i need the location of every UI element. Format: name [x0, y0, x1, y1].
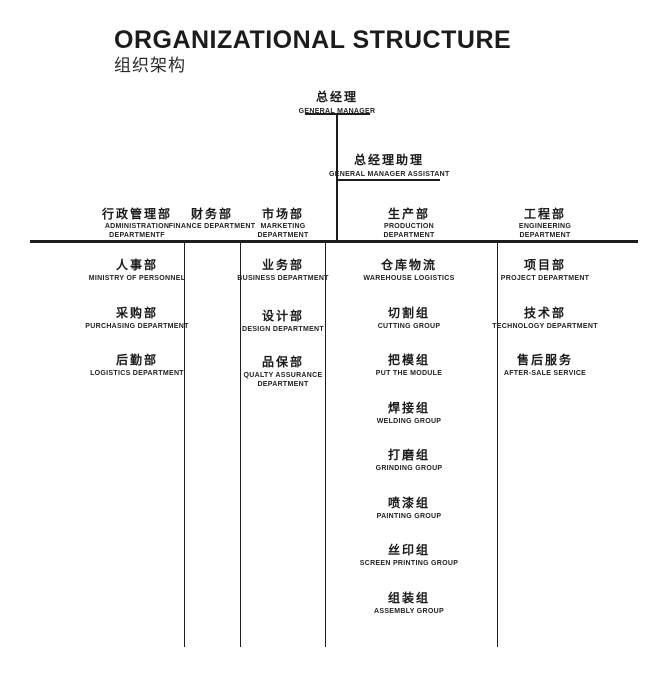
assistant-underline [337, 179, 440, 181]
org-item: 设计部 DESIGN DEPARTMENT [213, 309, 353, 335]
dept-header-administration: 行政管理部 ADMINISTRATION DEPARTMENTF [67, 207, 207, 240]
org-item-label-zh: 设计部 [261, 309, 304, 323]
org-item: 技术部 TECHNOLOGY DEPARTMENT [475, 306, 615, 332]
org-item-label-en: PUT THE MODULE [375, 370, 443, 377]
org-item-label-en: PROJECT DEPARTMENT [500, 275, 590, 282]
org-item-label-zh: 仓库物流 [380, 258, 437, 272]
org-item: 打磨组 GRINDING GROUP [339, 448, 479, 474]
org-item-label-zh: 人事部 [115, 258, 158, 272]
dept-header-finance: 财务部 FINANCE DEPARTMENT [142, 207, 282, 232]
general-manager-label-en: GENERAL MANAGER [298, 108, 376, 115]
org-item-label-zh: 打磨组 [387, 448, 430, 462]
org-item-label-zh: 售后服务 [516, 353, 573, 367]
org-item-label-en: BUSINESS DEPARTMENT [237, 275, 329, 282]
org-item-label-zh: 采购部 [115, 305, 158, 320]
org-item-label-en: TECHNOLOGY DEPARTMENT [492, 322, 598, 330]
page-subtitle: 组织架构 [114, 56, 186, 75]
org-item: 组装组 ASSEMBLY GROUP [339, 591, 479, 617]
column-separator-line-3 [324, 242, 327, 647]
org-item-label-en: MINISTRY OF PERSONNEL [88, 275, 186, 282]
assistant-label-zh: 总经理助理 [353, 153, 424, 167]
org-item-label-zh: 焊接组 [387, 400, 430, 415]
assistant-label-en: GENERAL MANAGER ASSISTANT [329, 171, 450, 178]
org-item: 丝印组 SCREEN PRINTING GROUP [339, 543, 479, 569]
org-item-label-en: AFTER-SALE SERVICE [503, 370, 587, 377]
dept-column-marketing: 业务部 BUSINESS DEPARTMENT 设计部 DESIGN DEPAR… [213, 243, 353, 647]
org-item: 售后服务 AFTER-SALE SERVICE [475, 353, 615, 379]
org-item-label-zh: 品保部 [261, 355, 304, 369]
general-manager-drop-line [336, 114, 338, 241]
dept-label-en: MARKETING DEPARTMENT [257, 223, 309, 239]
org-item-label-en: WELDING GROUP [376, 417, 442, 425]
org-item-label-en: DESIGN DEPARTMENT [242, 326, 324, 333]
org-item: 人事部 MINISTRY OF PERSONNEL [67, 258, 207, 284]
org-item: 项目部 PROJECT DEPARTMENT [475, 258, 615, 284]
page-title: ORGANIZATIONAL STRUCTURE [114, 26, 512, 54]
org-item: 喷漆组 PAINTING GROUP [339, 496, 479, 522]
dept-label-zh: 行政管理部 [101, 207, 172, 221]
org-item: 品保部 QUALTY ASSURANCE DEPARTMENT [213, 355, 353, 389]
org-item-label-en: SCREEN PRINTING GROUP [359, 560, 459, 567]
column-separator-line-2 [239, 242, 242, 647]
node-general-manager: 总经理 GENERAL MANAGER [277, 90, 397, 116]
dept-header-engineering: 工程部 ENGINEERING DEPARTMENT [475, 207, 615, 240]
dept-label-en: FINANCE DEPARTMENT [168, 223, 256, 230]
org-item: 焊接组 WELDING GROUP [339, 401, 479, 427]
org-item-label-en: WAREHOUSE LOGISTICS [363, 275, 455, 282]
org-item-label-en: PAINTING GROUP [376, 512, 442, 520]
org-item: 业务部 BUSINESS DEPARTMENT [213, 258, 353, 284]
org-item-label-zh: 业务部 [261, 258, 304, 272]
org-item-label-zh: 丝印组 [387, 543, 430, 557]
org-item-label-zh: 技术部 [523, 305, 566, 320]
org-item-label-zh: 项目部 [523, 258, 566, 272]
dept-label-en: ENGINEERING DEPARTMENT [518, 223, 572, 239]
org-item-label-en: CUTTING GROUP [377, 322, 441, 330]
org-item-label-en: GRINDING GROUP [375, 465, 443, 472]
org-item-label-en: PURCHASING DEPARTMENT [85, 322, 189, 330]
org-item-label-zh: 切割组 [387, 305, 430, 320]
org-item-label-zh: 组装组 [387, 590, 430, 605]
dept-column-administration: 人事部 MINISTRY OF PERSONNEL 采购部 PURCHASING… [67, 243, 207, 647]
column-separator-line-1 [183, 242, 186, 647]
org-item-label-zh: 喷漆组 [387, 495, 430, 510]
departments-rail-line [30, 240, 638, 243]
org-item: 仓库物流 WAREHOUSE LOGISTICS [339, 258, 479, 284]
column-separator-line-4 [496, 242, 499, 647]
org-item-label-en: ASSEMBLY GROUP [374, 607, 444, 615]
org-item: 把模组 PUT THE MODULE [339, 353, 479, 379]
dept-header-production: 生产部 PRODUCTION DEPARTMENT [339, 207, 479, 240]
dept-header-marketing: 市场部 MARKETING DEPARTMENT [213, 207, 353, 240]
dept-column-engineering: 项目部 PROJECT DEPARTMENT 技术部 TECHNOLOGY DE… [475, 243, 615, 647]
org-item: 后勤部 LOGISTICS DEPARTMENT [67, 353, 207, 379]
dept-label-zh: 财务部 [190, 207, 233, 221]
org-item: 采购部 PURCHASING DEPARTMENT [67, 306, 207, 332]
general-manager-label-zh: 总经理 [315, 90, 358, 104]
dept-label-zh: 工程部 [523, 207, 566, 221]
general-manager-underline [305, 113, 370, 115]
dept-label-zh: 生产部 [387, 207, 430, 221]
org-item: 切割组 CUTTING GROUP [339, 306, 479, 332]
org-item-label-zh: 后勤部 [115, 353, 158, 367]
dept-label-en: PRODUCTION DEPARTMENT [383, 223, 435, 239]
dept-label-en: ADMINISTRATION DEPARTMENTF [104, 223, 170, 239]
node-general-manager-assistant: 总经理助理 GENERAL MANAGER ASSISTANT [329, 153, 449, 179]
dept-column-production: 仓库物流 WAREHOUSE LOGISTICS 切割组 CUTTING GRO… [339, 243, 479, 647]
dept-label-zh: 市场部 [261, 207, 304, 221]
org-item-label-zh: 把模组 [387, 353, 430, 367]
page-header: ORGANIZATIONAL STRUCTURE 组织架构 [114, 26, 511, 76]
org-item-label-en: QUALTY ASSURANCE DEPARTMENT [243, 372, 323, 388]
org-item-label-en: LOGISTICS DEPARTMENT [90, 370, 184, 377]
